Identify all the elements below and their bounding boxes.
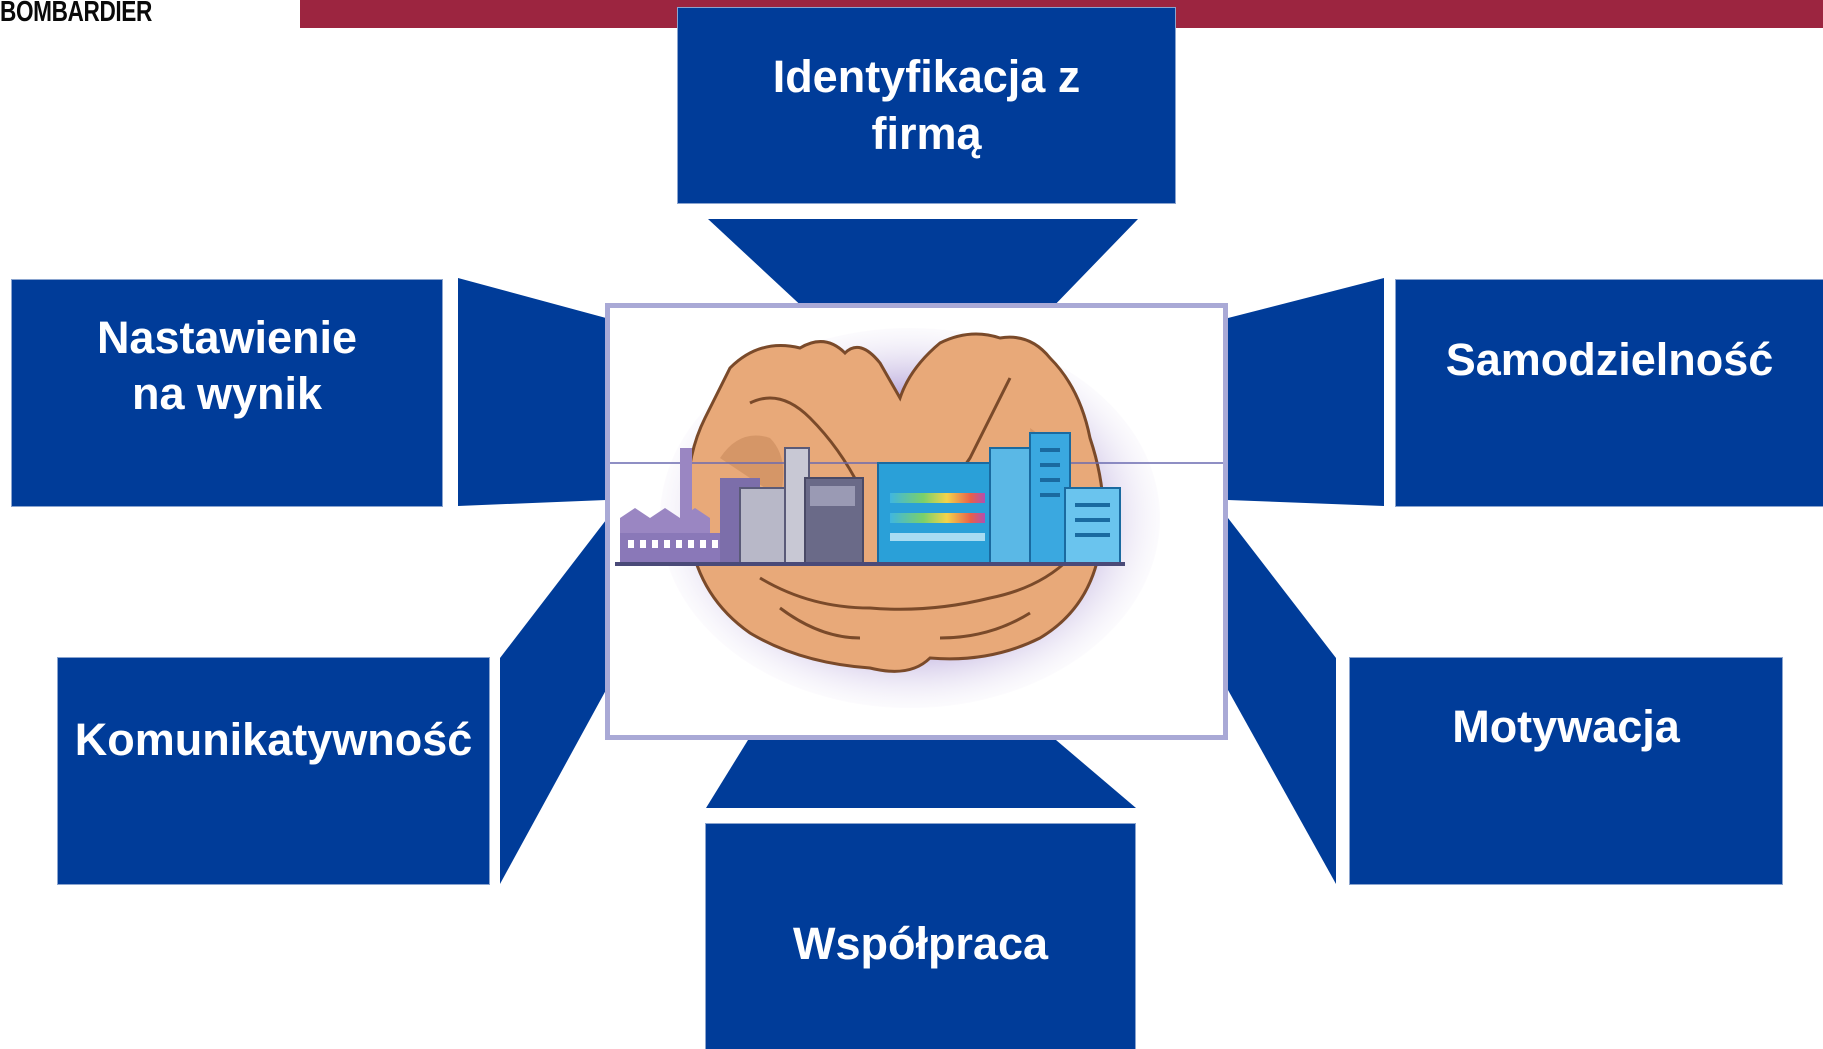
- box-identyfikacja: Identyfikacja z firmą: [677, 7, 1176, 204]
- connector-top-right: [1228, 278, 1384, 506]
- box-komunikatywnosc: Komunikatywność: [57, 657, 490, 885]
- bombardier-logo: BOMBARDIER: [0, 0, 152, 28]
- box-motywacja: Motywacja: [1349, 657, 1783, 885]
- connector-top-left: [458, 278, 606, 506]
- box-komunikatywnosc-label: Komunikatywność: [74, 714, 473, 765]
- connector-bottom: [706, 740, 1136, 808]
- box-wspolpraca-label: Współpraca: [792, 918, 1049, 969]
- hands-holding-factory-icon: [610, 328, 1223, 708]
- box-nastawienie-label: Nastawienie na wynik: [96, 312, 358, 420]
- box-samodzielnosc-label: Samodzielność: [1445, 334, 1774, 385]
- box-samodzielnosc: Samodzielność: [1395, 279, 1823, 507]
- box-nastawienie: Nastawienie na wynik: [11, 279, 443, 507]
- box-identyfikacja-label: Identyfikacja z firmą: [772, 51, 1081, 159]
- box-motywacja-label: Motywacja: [1452, 701, 1680, 752]
- connector-bottom-right: [1228, 518, 1336, 884]
- connector-top: [708, 219, 1138, 312]
- box-wspolpraca: Współpraca: [705, 823, 1136, 1049]
- connector-bottom-left: [500, 520, 606, 884]
- center-image-frame: [605, 303, 1228, 740]
